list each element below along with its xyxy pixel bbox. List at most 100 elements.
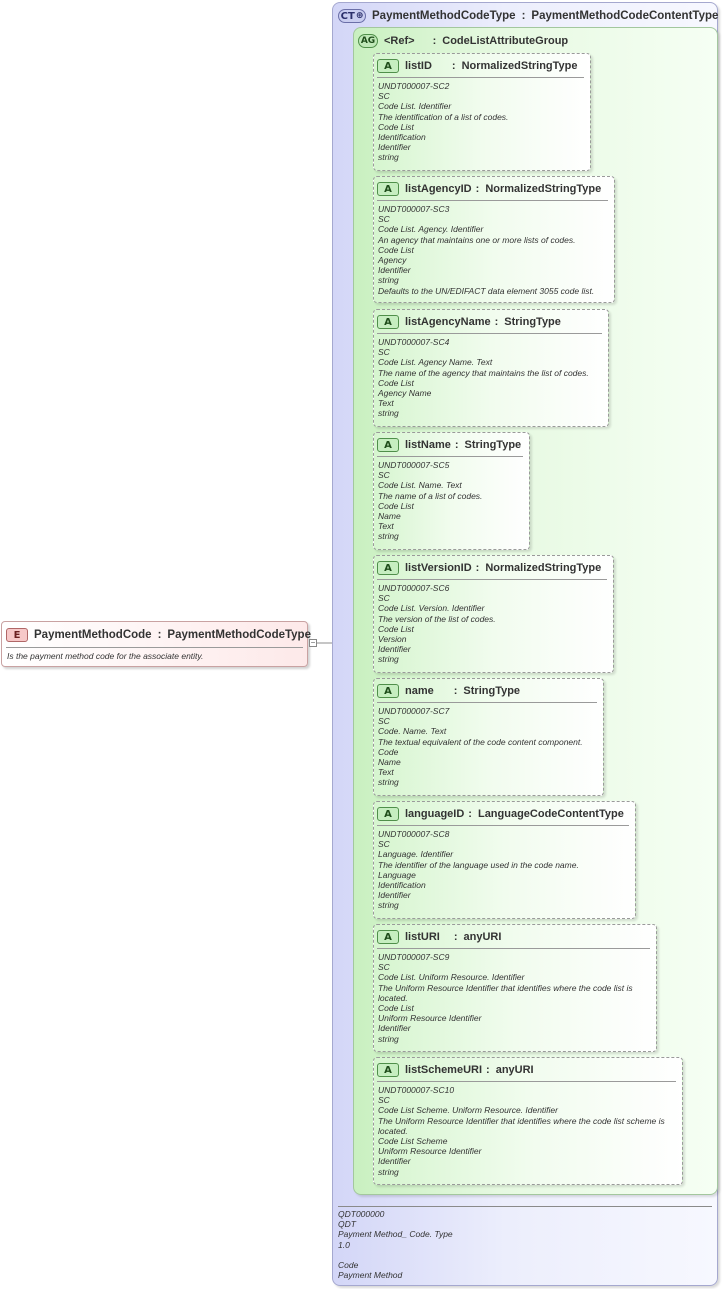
attribute-details: UNDT000007-SC4 SC Code List. Agency Name… (378, 337, 604, 419)
detail-line: SC (378, 347, 390, 358)
attribute-name: languageID (405, 808, 465, 820)
attribute-type-separator: : (468, 808, 472, 820)
detail-line: UNDT000007-SC10 (378, 1085, 455, 1095)
attribute-details: UNDT000007-SC2 SC Code List. Identifier … (378, 81, 586, 163)
detail-line: Code List. Name. Text (378, 480, 462, 491)
detail-line: The textual equivalent of the code conte… (378, 736, 583, 747)
attribute-name: listVersionID (405, 562, 472, 574)
attribute-box-listSchemeURI[interactable]: A listSchemeURI : anyURI UNDT000007-SC10… (373, 1057, 683, 1185)
attribute-type-separator: : (454, 439, 459, 451)
complex-type-separator: : (521, 10, 526, 22)
attribute-box-listName[interactable]: A listName : StringType UNDT000007-SC5 S… (373, 432, 530, 550)
attribute-box-languageID[interactable]: A languageID : LanguageCodeContentType U… (373, 801, 636, 919)
detail-line: UNDT000007-SC2 (378, 81, 450, 91)
detail-line: UNDT000007-SC7 (378, 706, 450, 716)
note-line: Payment Method (338, 1270, 403, 1281)
detail-line: Identifier (378, 1023, 411, 1034)
detail-line: The name of the agency that maintains th… (378, 367, 589, 378)
attribute-box-listAgencyID[interactable]: A listAgencyID : NormalizedStringType UN… (373, 176, 615, 303)
attribute-header: A name : StringType (377, 683, 520, 699)
detail-line: An agency that maintains one or more lis… (378, 234, 576, 245)
detail-line: UNDT000007-SC9 (378, 952, 450, 962)
detail-line: The identification of a list of codes. (378, 111, 509, 122)
detail-line: Text (378, 521, 394, 532)
element-box[interactable]: E PaymentMethodCode : PaymentMethodCodeT… (1, 621, 311, 667)
detail-line: string (378, 1033, 399, 1044)
attribute-badge-icon: A (377, 930, 399, 944)
detail-line: Name (378, 757, 401, 768)
element-divider (6, 647, 303, 648)
attribute-name: listID (405, 60, 432, 72)
detail-line: Code List. Agency Name. Text (378, 357, 493, 368)
collapse-toggle-icon[interactable]: − (309, 638, 317, 647)
detail-line: Code List (378, 1003, 414, 1014)
attribute-badge-icon: A (377, 438, 399, 452)
detail-line: string (378, 1166, 399, 1177)
attribute-type-separator: : (475, 183, 480, 195)
attribute-name: name (405, 685, 434, 697)
note-line: QDT000000 (338, 1209, 385, 1219)
detail-line: Identifier (378, 890, 411, 901)
attribute-badge-icon: A (377, 684, 399, 698)
detail-line: UNDT000007-SC4 (378, 337, 450, 347)
attribute-details: UNDT000007-SC6 SC Code List. Version. Id… (378, 583, 609, 665)
attribute-group-badge-icon: AG (358, 34, 378, 48)
detail-line: SC (378, 91, 390, 102)
attribute-box-listAgencyName[interactable]: A listAgencyName : StringType UNDT000007… (373, 309, 609, 427)
detail-line: SC (378, 470, 390, 481)
attribute-type-separator: : (475, 562, 480, 574)
element-description: Is the payment method code for the assoc… (7, 651, 204, 661)
detail-line: Code List. Identifier (378, 101, 452, 112)
detail-line: UNDT000007-SC3 (378, 204, 450, 214)
detail-line: Text (378, 767, 394, 778)
attribute-box-listID[interactable]: A listID : NormalizedStringType UNDT0000… (373, 53, 591, 171)
detail-line: string (378, 275, 399, 286)
attribute-details: UNDT000007-SC3 SC Code List. Agency. Ide… (378, 204, 610, 296)
detail-line: SC (378, 839, 390, 850)
attribute-type: anyURI (463, 931, 502, 943)
attribute-box-name[interactable]: A name : StringType UNDT000007-SC7 SC Co… (373, 678, 604, 796)
detail-line: Identification (378, 880, 426, 891)
note-line: 1.0 (338, 1239, 350, 1250)
attribute-header: A languageID : LanguageCodeContentType (377, 806, 624, 822)
detail-line: Identifier (378, 644, 411, 655)
attribute-divider (377, 579, 607, 580)
attribute-divider (377, 456, 523, 457)
attribute-box-listVersionID[interactable]: A listVersionID : NormalizedStringType U… (373, 555, 614, 673)
attribute-details: UNDT000007-SC9 SC Code List. Uniform Res… (378, 952, 652, 1044)
attribute-badge-icon: A (377, 1063, 399, 1077)
attribute-details: UNDT000007-SC5 SC Code List. Name. Text … (378, 460, 525, 542)
element-type: PaymentMethodCodeType (167, 629, 311, 641)
detail-line: The name of a list of codes. (378, 490, 483, 501)
detail-line: Code List. Agency. Identifier (378, 224, 484, 235)
detail-line: Code List Scheme. Uniform Resource. Iden… (378, 1105, 558, 1116)
attribute-header: A listName : StringType (377, 437, 521, 453)
detail-line: UNDT000007-SC6 (378, 583, 450, 593)
detail-line: Code List (378, 500, 414, 511)
attribute-header: A listSchemeURI : anyURI (377, 1062, 534, 1078)
complex-type-type: PaymentMethodCodeContentType (531, 10, 719, 22)
detail-line: The Uniform Resource Identifier that ide… (378, 982, 633, 1003)
complex-type-notes: QDT000000 QDT Payment Method_ Code. Type… (338, 1209, 453, 1280)
element-badge-icon: E (6, 628, 28, 642)
attribute-name: listName (405, 439, 451, 451)
detail-line: Identifier (378, 265, 411, 276)
attribute-type: StringType (504, 316, 561, 328)
attribute-badge-icon: A (377, 807, 399, 821)
detail-line: Identifier (378, 142, 411, 153)
attribute-header: A listURI : anyURI (377, 929, 501, 945)
detail-line: Code List (378, 244, 414, 255)
detail-line: The Uniform Resource Identifier that ide… (378, 1115, 665, 1136)
detail-line: Code. Name. Text (378, 726, 447, 737)
attribute-box-listURI[interactable]: A listURI : anyURI UNDT000007-SC9 SC Cod… (373, 924, 657, 1052)
attribute-type-separator: : (453, 685, 458, 697)
detail-line: Identifier (378, 1156, 411, 1167)
attribute-group-separator: : (432, 35, 437, 47)
detail-line: Text (378, 398, 394, 409)
detail-line: UNDT000007-SC5 (378, 460, 450, 470)
attribute-badge-icon: A (377, 561, 399, 575)
element-name: PaymentMethodCode (34, 629, 152, 641)
attribute-type-separator: : (494, 316, 499, 328)
attribute-divider (377, 825, 629, 826)
detail-line: Code List (378, 623, 414, 634)
